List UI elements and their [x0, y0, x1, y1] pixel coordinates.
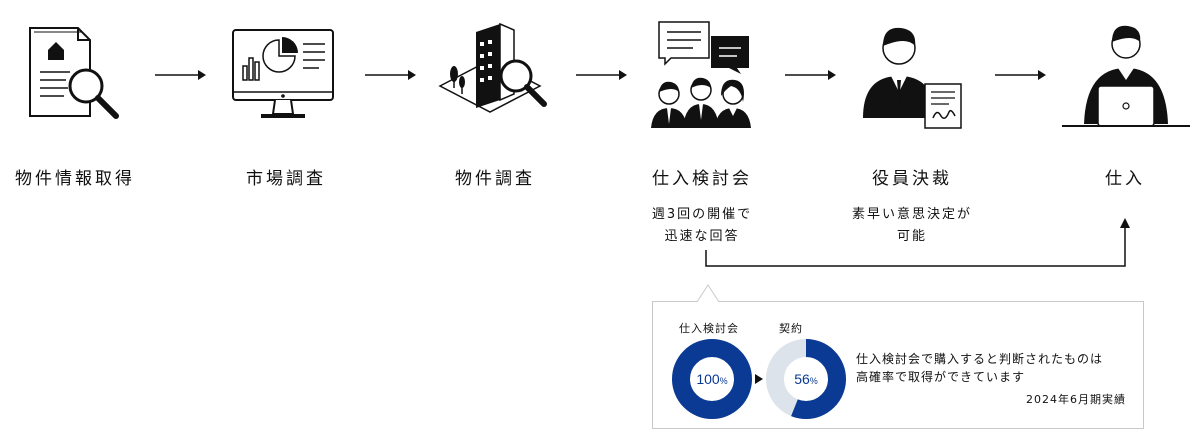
arrow-right-icon [785, 66, 837, 85]
monitor-chart-icon [232, 29, 334, 118]
callout-pointer [696, 284, 720, 304]
approval-note-line2: 可能 [896, 229, 927, 244]
step-label: 役員決裁 [872, 169, 952, 189]
arrow-right-icon [995, 66, 1047, 85]
meeting-donut-value: 100% [696, 371, 727, 387]
step-label: 仕入 [1105, 169, 1145, 189]
meeting-donut-label: 仕入検討会 [679, 322, 739, 335]
step-label: 物件調査 [455, 169, 535, 189]
result-text-line1: 仕入検討会で購入すると判断されたものは [856, 352, 1104, 366]
arrow-right-icon [155, 66, 207, 85]
approval-note-line1: 素早い意思決定が [851, 207, 972, 222]
contract-donut-label: 契約 [779, 322, 803, 335]
step-label: 仕入検討会 [652, 169, 752, 189]
contract-donut-value: 56% [794, 371, 818, 387]
person-icon [651, 81, 687, 128]
person-laptop-icon [1062, 25, 1190, 127]
result-text: 仕入検討会で購入すると判断されたものは 高確率で取得ができています [856, 350, 1103, 386]
result-text-line2: 高確率で取得ができています [856, 370, 1026, 384]
meeting-note: 週3回の開催で 迅速な回答 [607, 204, 797, 248]
approval-note: 素早い意思決定が 可能 [817, 204, 1007, 248]
meeting-note-line2: 迅速な回答 [664, 229, 740, 244]
executive-signature-icon [863, 27, 962, 129]
contract-donut-arc [766, 339, 846, 419]
caret-right-icon [755, 374, 763, 384]
result-period: 2024年6月期実績 [1026, 393, 1126, 406]
contract-donut-chart: 56% [766, 339, 846, 419]
building-search-icon [438, 22, 547, 113]
document-search-icon [29, 27, 119, 119]
arrow-right-icon [576, 66, 628, 85]
step-label: 物件情報取得 [15, 169, 135, 189]
arrow-right-icon [365, 66, 417, 85]
meeting-donut-chart: 100% [672, 339, 752, 419]
step-label: 市場調査 [246, 169, 326, 189]
meeting-donut-arc [672, 339, 752, 419]
meeting-note-line1: 週3回の開催で [651, 207, 753, 222]
meeting-icon [651, 21, 751, 128]
